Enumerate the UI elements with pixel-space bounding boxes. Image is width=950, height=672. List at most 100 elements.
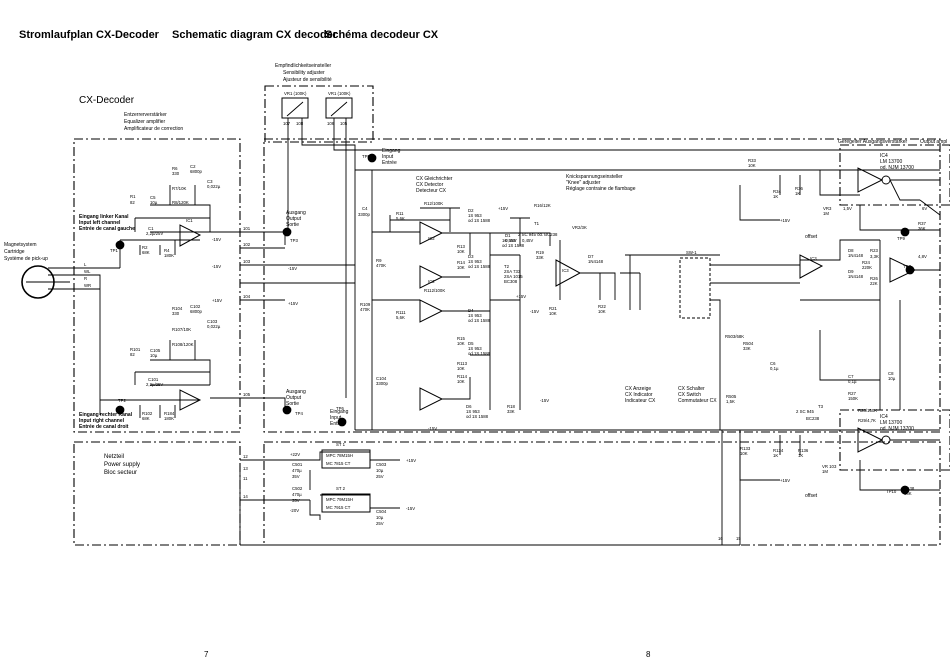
offset-label-bottom: offset [805, 493, 818, 499]
output-left-fr: Sortie [286, 222, 299, 228]
input-right-en: Input right channel [79, 418, 125, 424]
r505-label: R505 [726, 394, 737, 399]
pin-101: 101 [243, 226, 251, 231]
d1-alt: od 1S 1588 [502, 243, 525, 248]
vr3-value: 1M [823, 211, 829, 216]
tp5-label: TP5 [362, 154, 370, 159]
r101-value: 82 [130, 352, 135, 357]
c501-value: 470µ [292, 468, 302, 473]
input-left-fr: Entrée de canal gauche [79, 226, 135, 232]
r104-label: R104 [172, 306, 183, 311]
r136-label: R136 [798, 448, 809, 453]
r505-value: 1,5K [726, 399, 735, 404]
c103-value: 0,022µ [207, 324, 221, 329]
r2-value: 68K [142, 250, 150, 255]
rail-plus15-a: +15V [212, 298, 222, 303]
tag-6v: 6V [922, 206, 927, 211]
c501-volt: 35V [292, 474, 300, 479]
cx-switch-fr: Commutateur CX [678, 398, 717, 404]
d9-value: 1N4148 [848, 274, 864, 279]
r19-value: 33K [536, 255, 544, 260]
input-bottom-de: Eingang [330, 409, 349, 415]
c104-label: C104 [376, 376, 387, 381]
r22-label: R22 [598, 304, 606, 309]
output-left-de: Ausgang [286, 210, 306, 216]
cartridge-label-en: Cartridge [4, 249, 25, 255]
c501-label: C501 [292, 462, 303, 467]
ic2b-label: IC2 [428, 279, 435, 284]
title-english: Schematic diagram CX decoder [172, 29, 338, 41]
r2-label: R2 [142, 245, 148, 250]
page-number-left: 7 [204, 650, 209, 659]
st1-alt: MC 7815 CT [326, 461, 351, 466]
vr103-label: VR 103 [822, 464, 837, 469]
d5-label: D5 [468, 341, 474, 346]
r21-label: R21 [549, 306, 557, 311]
controlled-amp-de: Geregelter Ausgangsverstärker [838, 139, 908, 145]
r34-label: R34 [773, 189, 781, 194]
r27-label: R27 [848, 391, 856, 396]
sw1-label: SW-1 [686, 250, 697, 255]
ic4-part-top: LM 13700 [880, 159, 902, 165]
cx-indicator-en: CX Indicator [625, 392, 653, 398]
input-right-de: Eingang rechter Kanal [79, 412, 133, 418]
knee-fr: Réglage contraine de flambage [566, 186, 636, 192]
title-french: Schéma decodeur CX [325, 29, 439, 41]
r14-label: R14 [457, 260, 465, 265]
d3-alt: od 1S 1588 [468, 264, 491, 269]
pin-13: 13 [243, 466, 248, 471]
r113-value: 10K [457, 366, 465, 371]
r503-label: R503/68K [725, 334, 744, 339]
rail-minus15-e: -15V [540, 398, 549, 403]
r23-label: R23 [870, 248, 878, 253]
vr2-label: VR2/3K [572, 225, 587, 230]
equalizer-label-en: Equalizer amplifier [124, 119, 165, 125]
c101-label: C101 [148, 377, 159, 382]
c3-value: 0,022µ [207, 184, 221, 189]
rail-plus15-d: +15V [498, 206, 508, 211]
c105-value: 10µ [150, 353, 158, 358]
r37-value: 36K [918, 226, 926, 231]
t3-alt: BC238 [806, 416, 820, 421]
offset-label-top: offset [805, 234, 818, 240]
r15-value: 10K [457, 341, 465, 346]
input-bottom-fr: Entrée [330, 421, 345, 427]
c102-value: 6800p [190, 309, 203, 314]
r101-label: R101 [130, 347, 141, 352]
st2-alt: MC 7915 CT [326, 505, 351, 510]
c503-volt: 25V [376, 474, 384, 479]
r102-value: 68K [142, 416, 150, 421]
tag-045v: 0,45V [522, 238, 533, 243]
input-top-en: Input [382, 154, 394, 160]
r18-value: 33K [507, 409, 515, 414]
rail-minus15-d: -15V [530, 309, 539, 314]
c503-value: 10µ [376, 468, 384, 473]
rail-minus15-f: -15V [428, 426, 437, 431]
r504-label: R504 [743, 341, 754, 346]
ic4-alt-top: od. NJM 13700 [880, 165, 914, 171]
d5-value: 1S 953 [468, 346, 482, 351]
tag-48v: 4,8V [918, 254, 927, 259]
pin-103: 103 [243, 259, 251, 264]
r111-value: 5,6K [396, 315, 405, 320]
r36-value: 1K [795, 191, 800, 196]
r104-value: 330 [172, 311, 180, 316]
power-supply-de: Netzteil [104, 454, 124, 460]
r22-value: 10K [598, 309, 606, 314]
title-german: Stromlaufplan CX-Decoder [19, 29, 159, 41]
r112-label: R112/100K [424, 288, 445, 293]
t1-label: T1 [534, 221, 540, 226]
test-points [115, 153, 915, 495]
rail-plus15-f: +15V [780, 478, 790, 483]
r4-label: R4 [164, 248, 170, 253]
cx-indicator-fr: Indicateur CX [625, 398, 656, 404]
d2-alt: od 1S 1588 [468, 218, 491, 223]
r138-value: 36K [904, 491, 912, 496]
d6-alt: od 1S 1588 [466, 414, 489, 419]
r26-value: 22K [870, 281, 878, 286]
sensitivity-label-de: Empfindlichkeitseinsteller [275, 63, 331, 69]
r13-label: R13 [457, 244, 465, 249]
power-supply-fr: Bloc secteur [104, 470, 137, 476]
r6-value: 330 [172, 171, 180, 176]
r34-value: 1K [773, 194, 778, 199]
